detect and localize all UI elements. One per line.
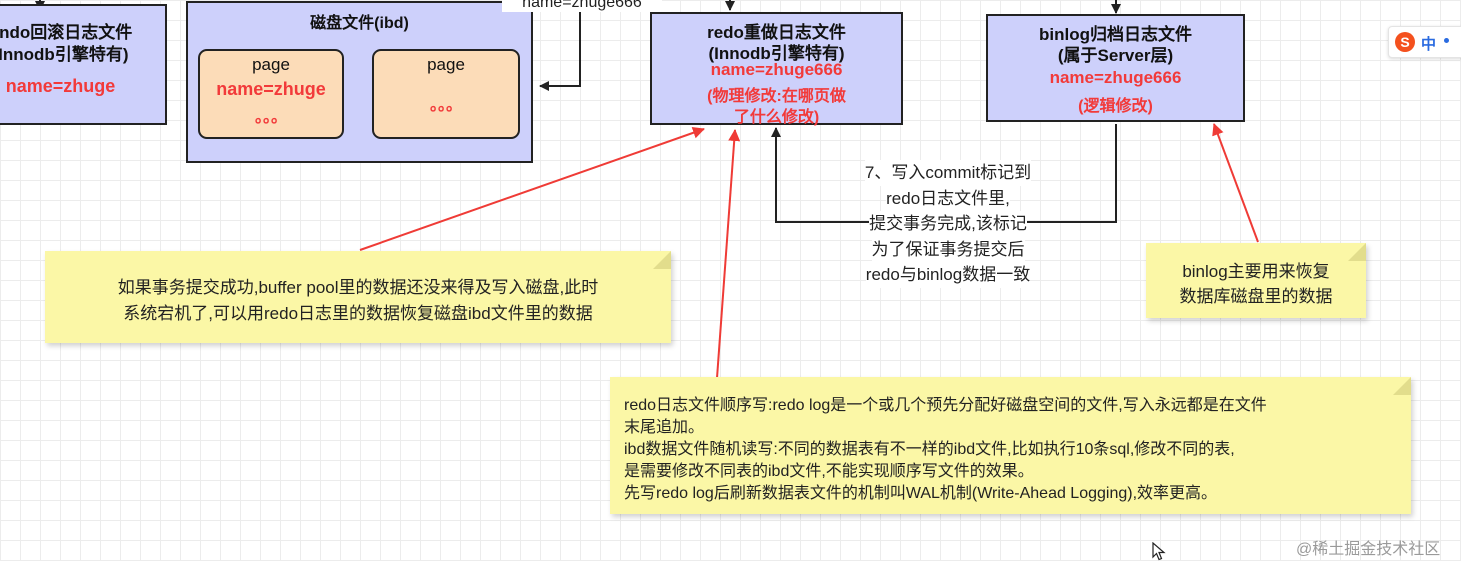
ime-indicator[interactable]: S 中 <box>1388 26 1461 58</box>
disk-title: 磁盘文件(ibd) <box>310 15 409 32</box>
undo-title-line2: (Innodb引擎特有) <box>0 45 129 64</box>
page-1-label: page <box>252 55 290 74</box>
step7-text: 7、写入commit标记到 redo日志文件里, 提交事务完成,该标记 为了保证… <box>828 160 1068 288</box>
watermark: @稀土掘金技术社区 <box>1296 541 1441 558</box>
binlog-box: binlog归档日志文件 (属于Server层) name=zhuge666 (… <box>986 14 1245 122</box>
step7-line: redo日志文件里, <box>886 185 1010 211</box>
page-2-dots: 。。。 <box>429 97 462 114</box>
red-arrow-binlog-note <box>1212 123 1259 243</box>
binlog-note-line2: 数据库磁盘里的数据 <box>1179 287 1333 306</box>
red-arrow-crash-note <box>359 126 705 251</box>
disk-file-box: 磁盘文件(ibd) page name=zhuge 。。。 page 。。。 <box>186 1 533 163</box>
redo-log-box: redo重做日志文件 (Innodb引擎特有) name=zhuge666 (物… <box>650 12 903 126</box>
wal-note-line2: 末尾追加。 <box>624 419 705 436</box>
step7-line: redo与binlog数据一致 <box>865 262 1031 288</box>
binlog-title-line2: (属于Server层) <box>1057 46 1174 65</box>
ime-dot-icon <box>1444 38 1449 43</box>
ime-mode-label: 中 <box>1421 36 1437 53</box>
redo-title-line1: redo重做日志文件 <box>707 23 846 42</box>
arrow-into-disk <box>539 0 581 91</box>
note-fold-corner <box>1348 243 1366 261</box>
wal-note-line1: redo日志文件顺序写:redo log是一个或几个预先分配好磁盘空间的文件,写… <box>624 397 1267 414</box>
ime-logo-icon: S <box>1395 32 1415 52</box>
redo-value: name=zhuge666 <box>710 60 843 79</box>
crash-note-line1: 如果事务提交成功,buffer pool里的数据还没来得及写入磁盘,此时 <box>117 278 599 297</box>
note-fold-corner <box>653 251 671 269</box>
note-fold-corner <box>1393 377 1411 395</box>
redo-note-line1: (物理修改:在哪页做 <box>707 88 846 105</box>
page-block-1: page name=zhuge 。。。 <box>198 49 344 139</box>
crash-note-line2: 系统宕机了,可以用redo日志里的数据恢复磁盘ibd文件里的数据 <box>123 304 593 323</box>
step7-line: 提交事务完成,该标记 <box>869 211 1027 237</box>
page-2-label: page <box>427 55 465 74</box>
page-block-2: page 。。。 <box>372 49 520 139</box>
undo-value: name=zhuge <box>5 76 116 96</box>
top-name-label: name=zhuge666 <box>502 0 662 12</box>
wal-note-line4: 是需要修改不同表的ibd文件,不能实现顺序写文件的效果。 <box>624 463 1034 480</box>
binlog-note: (逻辑修改) <box>1078 98 1153 115</box>
binlog-value: name=zhuge666 <box>1049 68 1182 87</box>
step7-line: 为了保证事务提交后 <box>871 236 1025 262</box>
redo-title-line2: (Innodb引擎特有) <box>708 44 845 63</box>
page-1-value: name=zhuge <box>216 79 326 99</box>
page-1-dots: 。。。 <box>254 109 287 126</box>
red-arrow-wal-note <box>716 129 741 379</box>
undo-title-line1: undo回滚日志文件 <box>0 23 133 42</box>
binlog-title-line1: binlog归档日志文件 <box>1039 25 1192 44</box>
redo-note-line2: 了什么修改) <box>733 109 820 126</box>
wal-note: redo日志文件顺序写:redo log是一个或几个预先分配好磁盘空间的文件,写… <box>610 377 1411 514</box>
binlog-note-line1: binlog主要用来恢复 <box>1182 262 1330 281</box>
wal-note-line3: ibd数据文件随机读写:不同的数据表有不一样的ibd文件,比如执行10条sql,… <box>624 441 1235 458</box>
crash-recovery-note: 如果事务提交成功,buffer pool里的数据还没来得及写入磁盘,此时 系统宕… <box>45 251 671 343</box>
mouse-cursor-icon <box>1152 542 1166 561</box>
binlog-purpose-note: binlog主要用来恢复 数据库磁盘里的数据 <box>1146 243 1366 318</box>
undo-log-box: undo回滚日志文件 (Innodb引擎特有) name=zhuge <box>0 4 167 125</box>
step7-line: 7、写入commit标记到 <box>864 160 1032 186</box>
wal-note-line5: 先写redo log后刷新数据表文件的机制叫WAL机制(Write-Ahead … <box>624 485 1218 502</box>
